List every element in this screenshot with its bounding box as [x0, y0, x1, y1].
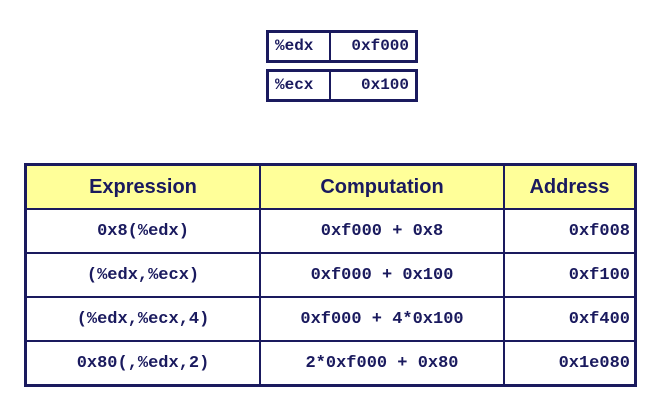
register-edx-box: %edx 0xf000: [266, 30, 418, 63]
computation-cell: 2*0xf000 + 0x80: [259, 340, 505, 387]
table-row: 0x8(%edx) 0xf000 + 0x8 0xf008: [24, 208, 637, 254]
register-value: 0xf000: [329, 30, 418, 63]
register-value: 0x100: [329, 69, 418, 102]
table-row: (%edx,%ecx,4) 0xf000 + 4*0x100 0xf400: [24, 296, 637, 342]
expression-cell: 0x80(,%edx,2): [24, 340, 261, 387]
table-row: 0x80(,%edx,2) 2*0xf000 + 0x80 0x1e080: [24, 340, 637, 387]
computation-cell: 0xf000 + 0x8: [259, 208, 505, 254]
computation-cell: 0xf000 + 0x100: [259, 252, 505, 298]
address-cell: 0xf400: [503, 296, 637, 342]
register-name: %edx: [266, 30, 331, 63]
register-ecx-box: %ecx 0x100: [266, 69, 418, 102]
address-cell: 0x1e080: [503, 340, 637, 387]
register-name: %ecx: [266, 69, 331, 102]
table-row: (%edx,%ecx) 0xf000 + 0x100 0xf100: [24, 252, 637, 298]
address-cell: 0xf100: [503, 252, 637, 298]
table-header-row: Expression Computation Address: [24, 163, 637, 210]
expression-cell: (%edx,%ecx): [24, 252, 261, 298]
expression-cell: 0x8(%edx): [24, 208, 261, 254]
address-cell: 0xf008: [503, 208, 637, 254]
expression-cell: (%edx,%ecx,4): [24, 296, 261, 342]
address-computation-table: Expression Computation Address 0x8(%edx)…: [24, 163, 637, 387]
computation-cell: 0xf000 + 4*0x100: [259, 296, 505, 342]
header-computation: Computation: [259, 163, 505, 210]
header-address: Address: [503, 163, 637, 210]
header-expression: Expression: [24, 163, 261, 210]
